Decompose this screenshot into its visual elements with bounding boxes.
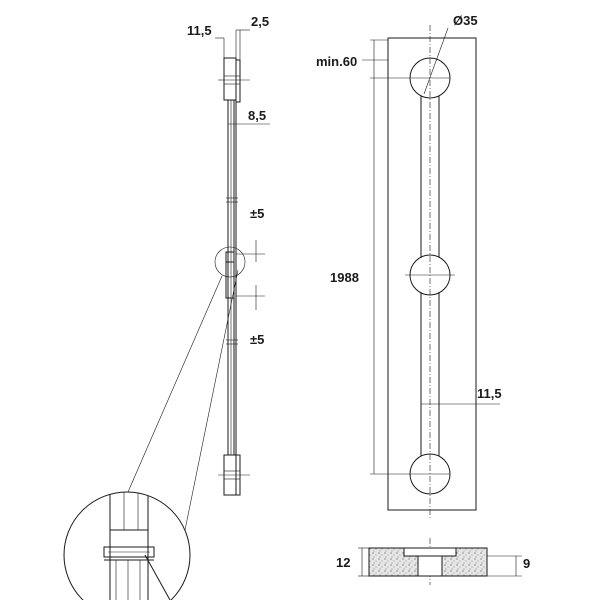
spacing-label: 11,5 [477,386,502,401]
section-height-right-label: 9 [523,556,530,571]
tolerance-upper-label: ±5 [250,206,264,221]
dim-8-5-label: 8,5 [248,108,266,123]
front-view: Ø35 min.60 1988 11,5 [316,13,502,520]
detail-view [63,491,191,600]
length-label: 1988 [330,270,359,285]
dim-11-5-label: 11,5 [187,23,212,38]
min-distance-label: min.60 [316,54,357,69]
section-height-left-label: 12 [336,555,350,570]
tolerance-lower-label: ±5 [250,332,264,347]
side-view: 11,5 2,5 8,5 ±5 ±5 [127,14,270,531]
diameter-label: Ø35 [453,13,478,28]
section-view: 12 9 [336,538,530,585]
dim-2-5-label: 2,5 [251,14,269,29]
